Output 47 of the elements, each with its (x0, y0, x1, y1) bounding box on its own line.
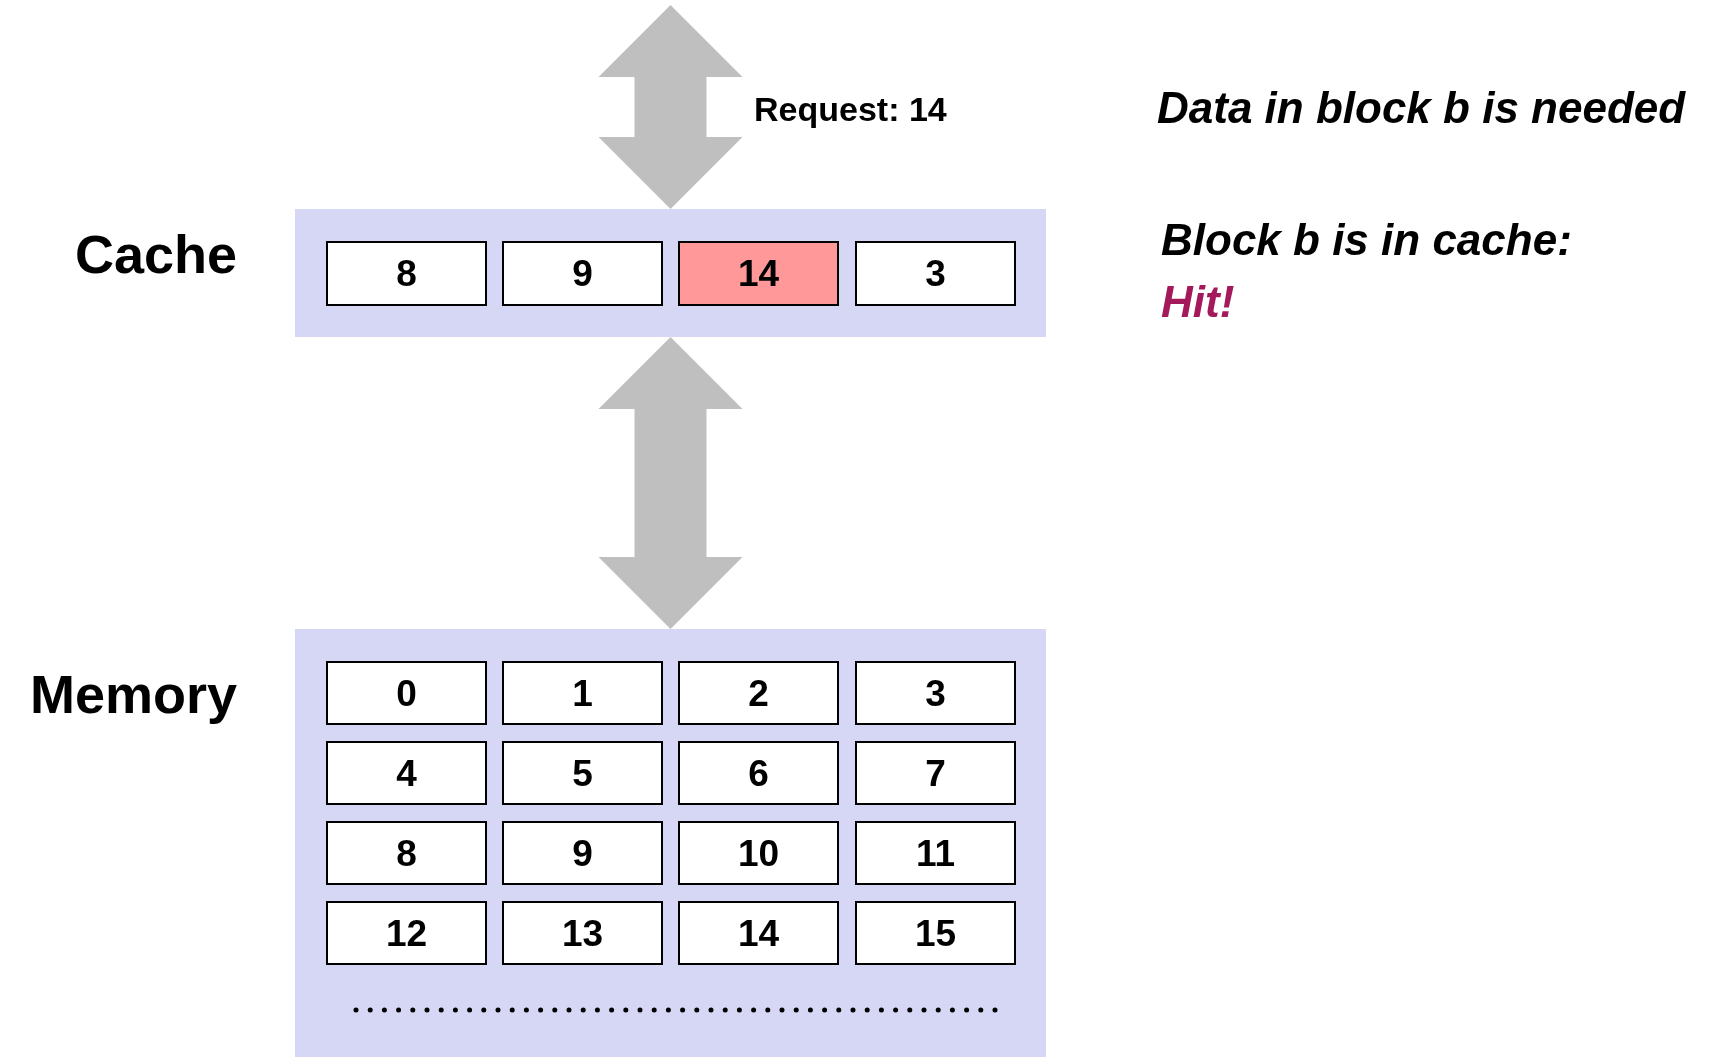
block-number: 9 (572, 834, 593, 872)
block-cell (678, 901, 839, 965)
note-text: Hit! (1161, 280, 1235, 324)
block-cell (855, 241, 1016, 306)
block-number: 7 (925, 754, 946, 792)
block-number: 6 (748, 754, 769, 792)
block-number: 13 (561, 914, 604, 952)
block-cell (678, 821, 839, 885)
block-number: 0 (396, 674, 417, 712)
block-cell (678, 661, 839, 725)
block-number: 1 (572, 674, 593, 712)
block-cell (678, 741, 839, 805)
block-cell (855, 741, 1016, 805)
block-cell (678, 241, 839, 306)
panel-heading: Cache (74, 227, 237, 281)
block-number: 10 (737, 834, 780, 872)
block-cell (326, 901, 487, 965)
block-number: 2 (748, 674, 769, 712)
block-cell (502, 241, 663, 306)
block-cell (326, 821, 487, 885)
block-number: 11 (915, 834, 956, 872)
block-number: 5 (572, 754, 593, 792)
note-text: Block b is in cache: (1161, 218, 1572, 262)
block-number: 12 (385, 914, 428, 952)
block-cell (326, 241, 487, 306)
block-cell (855, 821, 1016, 885)
block-cell (855, 901, 1016, 965)
double-arrow (598, 337, 743, 629)
block-number: 14 (737, 914, 780, 952)
block-cell (855, 661, 1016, 725)
block-number: 14 (737, 255, 780, 292)
block-cell (326, 741, 487, 805)
block-number: 3 (925, 255, 946, 292)
block-cell (326, 661, 487, 725)
block-cell (502, 661, 663, 725)
block-number: 8 (396, 834, 417, 872)
note-text: Data in block b is needed (1157, 86, 1686, 130)
block-number: 15 (914, 914, 957, 952)
double-arrow (598, 5, 743, 209)
block-number: 9 (572, 255, 593, 292)
block-number: 4 (396, 754, 417, 792)
block-cell (502, 901, 663, 965)
block-cell (502, 821, 663, 885)
block-cell (502, 741, 663, 805)
block-number: 3 (925, 674, 946, 712)
block-number: 8 (396, 255, 417, 292)
edge-label: Request: 14 (754, 92, 947, 126)
